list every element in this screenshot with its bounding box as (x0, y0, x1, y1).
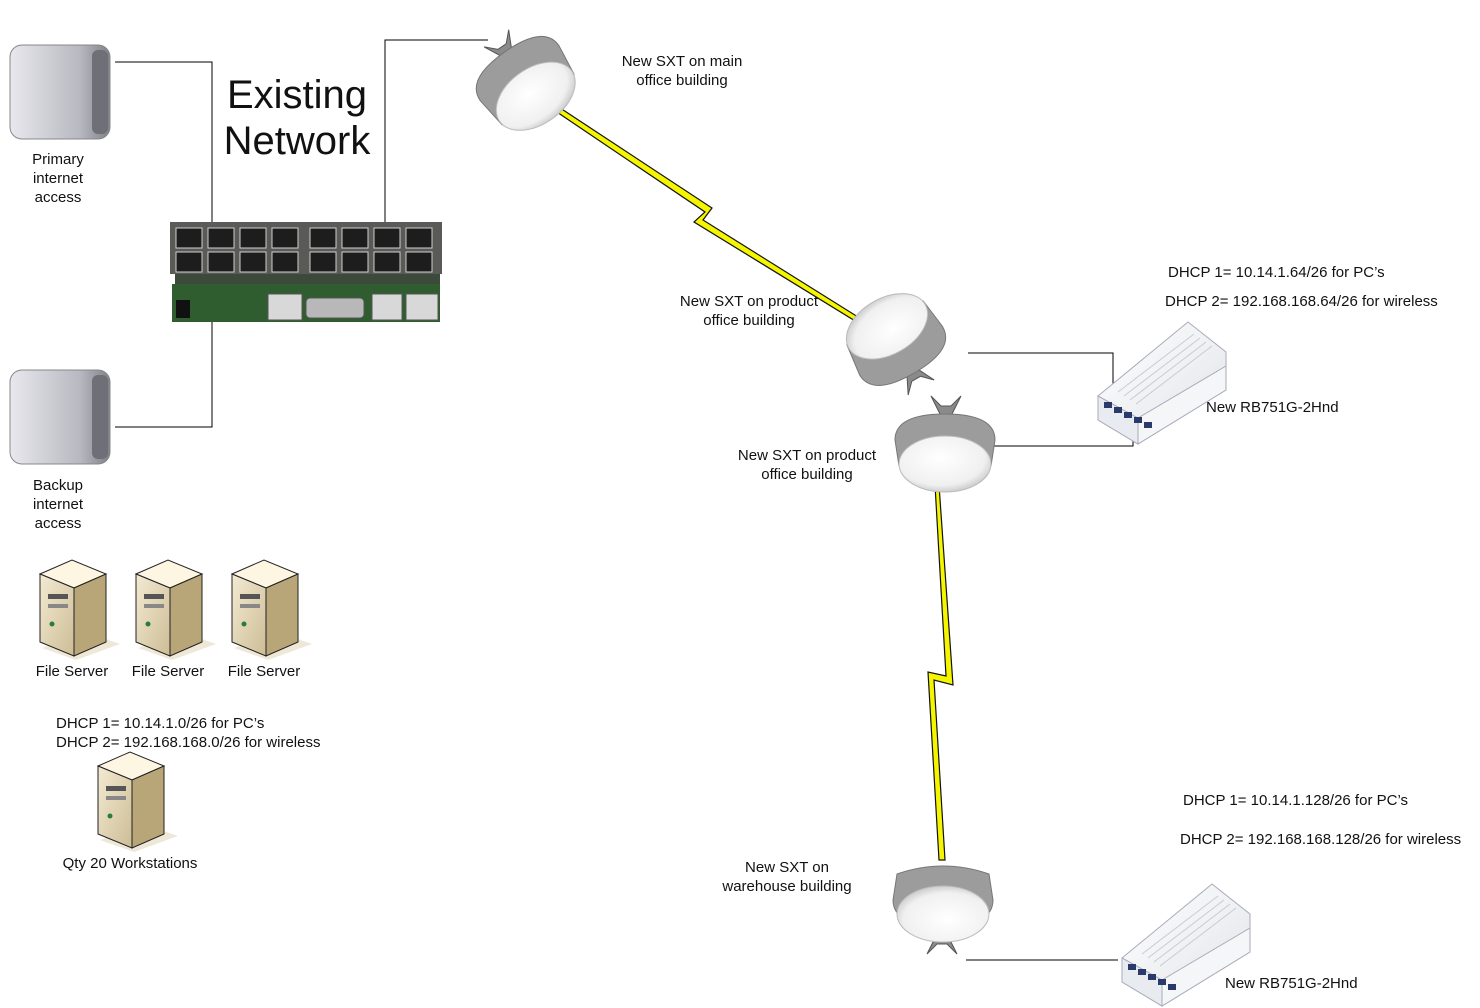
router-product-label: New RB751G-2Hnd (1206, 399, 1339, 416)
sxt-warehouse-label: New SXT on warehouse building (702, 858, 872, 896)
sxt-antenna-icon (892, 865, 994, 955)
wire-sxt-product2-to-router (980, 425, 1134, 447)
dhcp-main-label: DHCP 1= 10.14.1.0/26 for PC’s DHCP 2= 19… (56, 714, 320, 752)
label-line: access (34, 189, 82, 206)
wire-switch-to-sxt-main (384, 39, 488, 225)
label-line: internet (32, 170, 84, 187)
dhcp-line: DHCP 1= 10.14.1.0/26 for PC’s (56, 715, 265, 732)
label-line: New SXT on product (737, 447, 877, 464)
label-line: office building (636, 72, 728, 89)
dhcp-product-line-1: DHCP 1= 10.14.1.64/26 for PC’s (1168, 264, 1385, 281)
antenna-panel-icon (9, 44, 111, 140)
wireless-link-product-to-warehouse (927, 484, 954, 861)
dhcp-product-line-2: DHCP 2= 192.168.168.64/26 for wireless (1165, 293, 1438, 310)
sxt-product-label-1: New SXT on product office building (664, 292, 834, 330)
server-icon (230, 559, 312, 660)
workstation-server-icon (96, 751, 178, 852)
sxt-antenna-icon (894, 395, 996, 493)
label-line: New SXT on product (679, 293, 819, 310)
label-line: access (34, 515, 82, 532)
wire-backup-to-switch (115, 322, 213, 428)
label-line: Backup (32, 477, 84, 494)
wire-primary-to-switch (115, 61, 213, 225)
file-server-label: File Server (131, 663, 205, 680)
sxt-antenna-icon (845, 293, 947, 396)
sxt-main-label: New SXT on main office building (600, 52, 764, 90)
dhcp-warehouse-line-2: DHCP 2= 192.168.168.128/26 for wireless (1180, 831, 1462, 848)
title-line-2: Network (223, 119, 371, 163)
sxt-antenna-icon (475, 29, 576, 131)
title-line-1: Existing (226, 73, 368, 117)
sxt-product-label-2: New SXT on product office building (722, 446, 892, 484)
file-server-label: File Server (227, 663, 301, 680)
label-line: New SXT on main (621, 53, 743, 70)
label-line: warehouse building (722, 878, 852, 895)
server-icon (134, 559, 216, 660)
label-line: Primary (32, 151, 84, 168)
router-icon (1097, 321, 1227, 445)
file-server-label: File Server (35, 663, 109, 680)
router-icon (1121, 883, 1251, 1007)
backup-internet-label: Backup internet access (8, 476, 108, 533)
router-warehouse-label: New RB751G-2Hnd (1225, 975, 1358, 992)
workstations-label: Qty 20 Workstations (62, 855, 198, 872)
label-line: office building (703, 312, 795, 329)
switch-board-icon (170, 222, 442, 322)
existing-network-title: Existing Network (212, 72, 382, 164)
label-line: office building (761, 466, 853, 483)
wires (115, 39, 1134, 961)
label-line: New SXT on (745, 859, 829, 876)
dhcp-line: DHCP 2= 192.168.168.0/26 for wireless (56, 734, 321, 751)
wire-sxt-product-to-router (968, 352, 1114, 400)
server-icon (38, 559, 120, 660)
antenna-panel-icon (9, 369, 111, 465)
primary-internet-label: Primary internet access (8, 150, 108, 207)
label-line: internet (32, 496, 84, 513)
dhcp-warehouse-line-1: DHCP 1= 10.14.1.128/26 for PC’s (1183, 792, 1408, 809)
